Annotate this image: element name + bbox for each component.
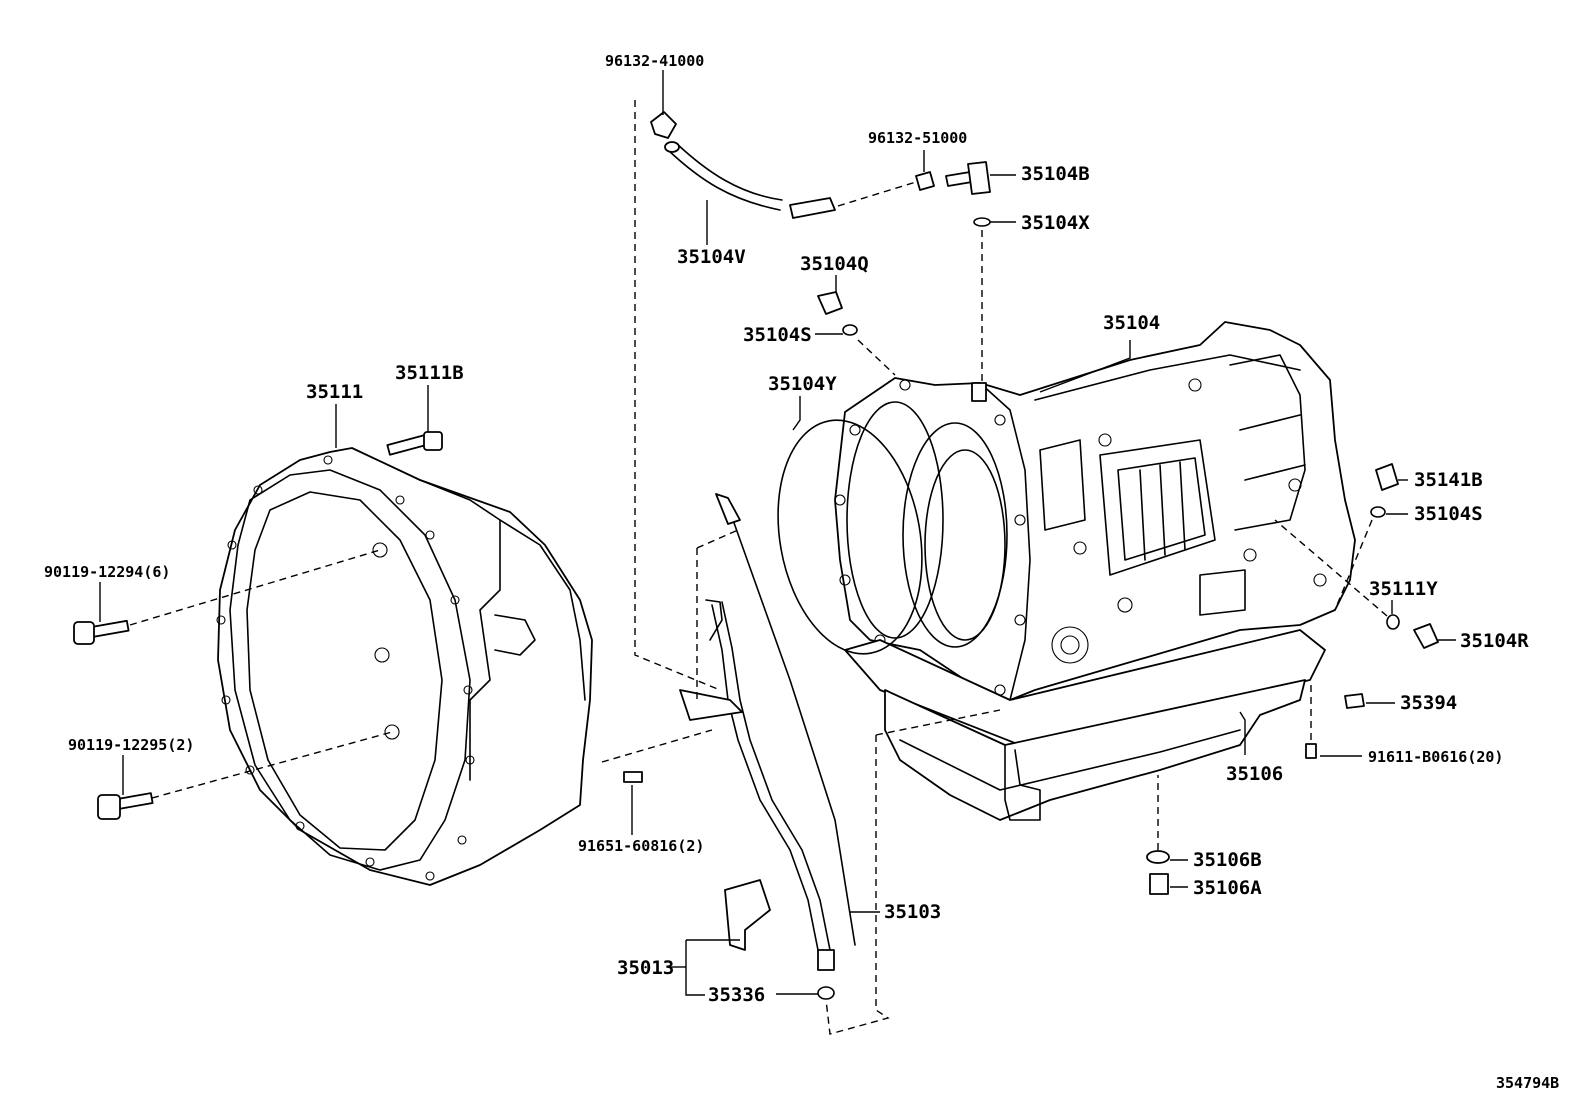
plug-35141B bbox=[1375, 463, 1399, 491]
label-35111Y: 35111Y bbox=[1369, 578, 1438, 600]
label-35111: 35111 bbox=[306, 381, 363, 403]
o-ring-35104Y bbox=[777, 419, 923, 655]
label-35104R: 35104R bbox=[1460, 630, 1529, 652]
label-96132-51000: 96132-51000 bbox=[868, 129, 967, 147]
label-35104: 35104 bbox=[1103, 312, 1160, 334]
diagram-id: 354794B bbox=[1496, 1074, 1559, 1092]
part-35394 bbox=[1344, 693, 1365, 709]
o-ring-35111Y bbox=[1386, 614, 1400, 630]
transmission-case-35104 bbox=[834, 321, 1356, 701]
gasket-35104S-right bbox=[1370, 506, 1386, 518]
label-35103: 35103 bbox=[884, 901, 941, 923]
label-35104X: 35104X bbox=[1021, 212, 1090, 234]
label-91611-B0616: 91611-B0616(20) bbox=[1368, 748, 1503, 766]
bolt-91611-B0616 bbox=[1305, 743, 1317, 759]
label-90119-12294: 90119-12294(6) bbox=[44, 563, 170, 581]
plug-35104Q bbox=[817, 291, 843, 315]
oil-pan-35106 bbox=[844, 629, 1326, 821]
label-91651-60816: 91651-60816(2) bbox=[578, 837, 704, 855]
label-35106: 35106 bbox=[1226, 763, 1283, 785]
label-35104V: 35104V bbox=[677, 246, 746, 268]
dipstick-35103 bbox=[715, 493, 856, 946]
label-35106A: 35106A bbox=[1193, 877, 1262, 899]
label-35336: 35336 bbox=[708, 984, 765, 1006]
label-96132-41000: 96132-41000 bbox=[605, 52, 704, 70]
bolt-91651-60816 bbox=[623, 771, 643, 783]
leader-lines bbox=[99, 70, 1456, 996]
sensor-35104R bbox=[1413, 623, 1439, 649]
label-35111B: 35111B bbox=[395, 362, 464, 384]
dipstick-tube-35013 bbox=[679, 599, 835, 971]
gasket-35106B bbox=[1146, 850, 1170, 864]
label-90119-12295: 90119-12295(2) bbox=[68, 736, 194, 754]
label-35104B: 35104B bbox=[1021, 163, 1090, 185]
label-35141B: 35141B bbox=[1414, 469, 1483, 491]
bolt-35111B bbox=[386, 431, 443, 456]
bell-housing-35111 bbox=[216, 447, 593, 886]
gasket-35104X bbox=[973, 217, 991, 227]
gasket-35104S-top bbox=[842, 324, 858, 336]
label-35104Q: 35104Q bbox=[800, 253, 869, 275]
label-35104S-right: 35104S bbox=[1414, 503, 1483, 525]
breather-hose-35104V bbox=[650, 111, 991, 219]
label-35013: 35013 bbox=[617, 957, 674, 979]
bolt-90119-12295 bbox=[97, 792, 154, 820]
label-35394: 35394 bbox=[1400, 692, 1457, 714]
o-ring-35336 bbox=[817, 986, 835, 1000]
label-35104S-top: 35104S bbox=[743, 324, 812, 346]
label-35106B: 35106B bbox=[1193, 849, 1262, 871]
drain-plug-35106A bbox=[1149, 873, 1169, 895]
bolt-90119-12294 bbox=[73, 619, 130, 645]
label-35104Y: 35104Y bbox=[768, 373, 837, 395]
